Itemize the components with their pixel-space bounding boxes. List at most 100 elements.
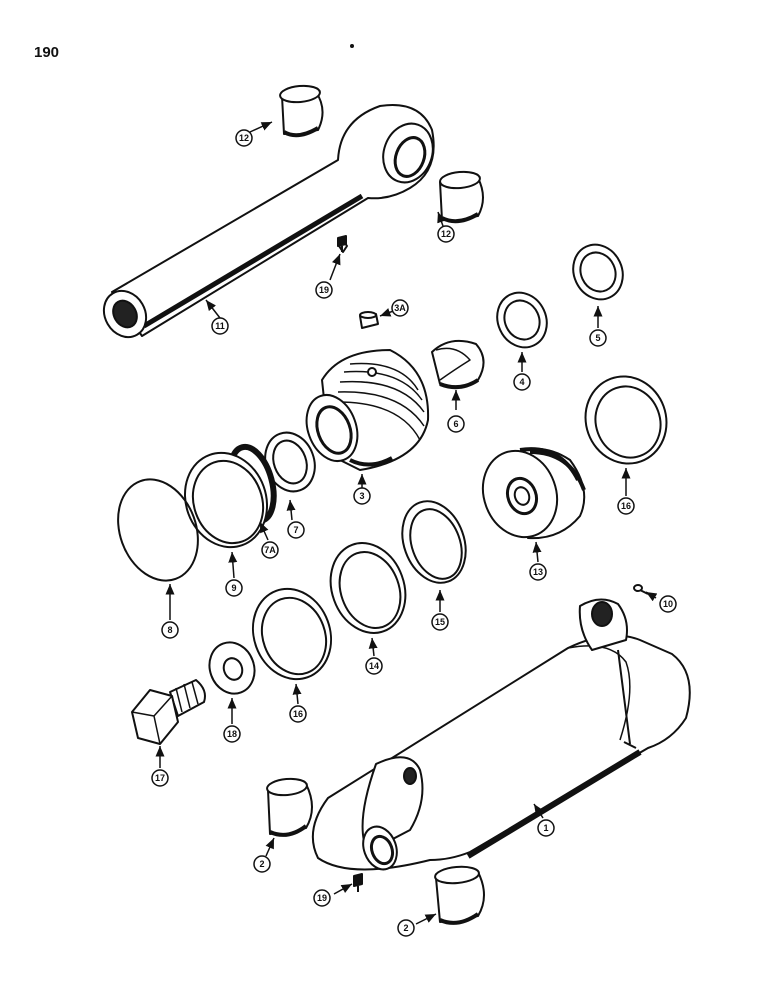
callout-circle: [617, 497, 635, 515]
barrel-bushing-right: [434, 865, 485, 925]
callout-2-bushing: 2: [397, 919, 415, 937]
rod-bushing-top: [279, 84, 324, 138]
callout-label: 16: [293, 709, 303, 719]
callout-label: 1: [543, 823, 548, 833]
callout-label: 7: [293, 525, 298, 535]
callout-15-seal: 15: [431, 613, 449, 631]
callout-circle: [397, 919, 415, 937]
callout-label: 3A: [394, 303, 406, 313]
callout-label: 10: [663, 599, 673, 609]
callout-3a-plug: 3A: [391, 299, 409, 317]
o-ring-8: [117, 478, 199, 582]
callout-circle: [537, 819, 555, 837]
callout-label: 5: [595, 333, 600, 343]
grease-fitting-19-bottom: [353, 873, 363, 892]
callout-19-grease-fitting: 19: [315, 281, 333, 299]
callout-circle: [211, 317, 229, 335]
stray-dot: [350, 44, 354, 48]
seal-15: [401, 500, 467, 584]
callout-label: 15: [435, 617, 445, 627]
cylinder-head-part: [305, 349, 430, 471]
callout-7-seal: 7: [287, 521, 305, 539]
callout-label: 12: [441, 229, 451, 239]
callout-label: 16: [621, 501, 631, 511]
callout-label: 17: [155, 773, 165, 783]
callout-circle: [161, 621, 179, 639]
callout-1-cylinder-barrel: 1: [537, 819, 555, 837]
seal-7: [264, 431, 316, 493]
callout-circle: [353, 487, 371, 505]
callout-16-piston-ring: 16: [289, 705, 307, 723]
page-number: 190: [34, 44, 60, 61]
callout-9-backup-ring: 9: [225, 579, 243, 597]
barrel-bushing-left: [266, 777, 313, 837]
callout-4-seal: 4: [513, 373, 531, 391]
callout-label: 18: [227, 729, 237, 739]
bolt-17: [131, 679, 206, 745]
callout-circle: [391, 299, 409, 317]
callout-circle: [261, 541, 279, 559]
backup-ring-9: [183, 451, 269, 549]
piston-part: [481, 447, 586, 540]
piston-ring-16-left: [251, 587, 333, 681]
callout-circle: [431, 613, 449, 631]
plug-3a: [359, 311, 379, 329]
callout-label: 9: [231, 583, 236, 593]
grease-fitting-19-top: [337, 235, 347, 252]
callout-circle: [225, 579, 243, 597]
callout-label: 19: [319, 285, 329, 295]
callout-label: 19: [317, 893, 327, 903]
callout-3-cylinder-head: 3: [353, 487, 371, 505]
wiper-5: [572, 243, 624, 301]
callout-circle: [365, 657, 383, 675]
callout-13-piston: 13: [529, 563, 547, 581]
callout-17-bolt: 17: [151, 769, 169, 787]
callout-label: 7A: [264, 545, 276, 555]
callout-label: 14: [369, 661, 379, 671]
callout-label: 2: [403, 923, 408, 933]
callout-label: 4: [519, 377, 524, 387]
callout-circle: [235, 129, 253, 147]
callout-14-wear-ring: 14: [365, 657, 383, 675]
callout-circle: [313, 889, 331, 907]
callout-19-grease-fitting: 19: [313, 889, 331, 907]
callout-circle: [529, 563, 547, 581]
piston-rod-part: [102, 104, 435, 339]
wear-ring-6: [431, 339, 485, 390]
callout-circle: [289, 705, 307, 723]
callout-label: 2: [259, 859, 264, 869]
callout-label: 3: [359, 491, 364, 501]
callout-label: 11: [215, 321, 225, 331]
callout-16-piston-ring: 16: [617, 497, 635, 515]
callout-circle: [223, 725, 241, 743]
callout-label: 13: [533, 567, 543, 577]
callout-label: 12: [239, 133, 249, 143]
callout-7a-backup-ring: 7A: [261, 541, 279, 559]
callout-circle: [315, 281, 333, 299]
callout-12-bushing: 12: [437, 225, 455, 243]
callout-11-piston-rod: 11: [211, 317, 229, 335]
callout-10-plug: 10: [659, 595, 677, 613]
callout-6-wear-ring: 6: [447, 415, 465, 433]
callout-18-washer: 18: [223, 725, 241, 743]
callout-label: 6: [453, 419, 458, 429]
callout-circle: [513, 373, 531, 391]
callout-label: 8: [167, 625, 172, 635]
callout-5-wiper: 5: [589, 329, 607, 347]
cylinder-barrel-part: [311, 598, 691, 871]
callout-12-bushing: 12: [235, 129, 253, 147]
rod-bushing-right: [439, 170, 484, 224]
callout-circle: [447, 415, 465, 433]
callout-circle: [659, 595, 677, 613]
callout-circle: [253, 855, 271, 873]
callout-circle: [151, 769, 169, 787]
callout-circle: [589, 329, 607, 347]
washer-18: [208, 641, 256, 695]
callout-2-bushing: 2: [253, 855, 271, 873]
callout-circle: [437, 225, 455, 243]
wear-ring-14: [329, 542, 407, 634]
callout-8-o-ring: 8: [161, 621, 179, 639]
